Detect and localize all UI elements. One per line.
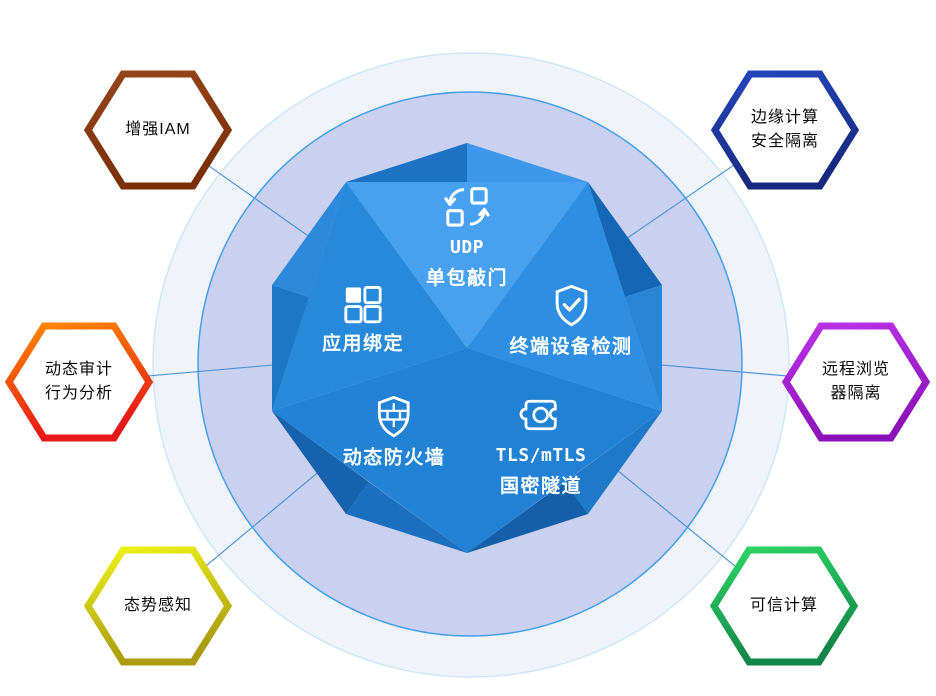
hexagon-border	[710, 70, 860, 190]
hexagon-border	[83, 70, 233, 190]
hexagon-label: 可信计算	[749, 597, 818, 614]
cap-facet	[346, 482, 467, 553]
facet-bottom-right	[467, 348, 662, 553]
hexagon-border	[781, 322, 931, 442]
facet-top	[346, 182, 588, 348]
hexagon-label: 远程浏览 器隔离	[821, 361, 890, 402]
cap-facet	[346, 143, 467, 182]
cap-facet	[565, 411, 662, 514]
hexagon-label: 动态审计 行为分析	[44, 361, 113, 402]
hexagon-remote-browser: 远程浏览 器隔离	[781, 320, 931, 444]
hexagon-audit: 动态审计 行为分析	[4, 320, 154, 444]
hexagon-trusted-computing: 可信计算	[709, 544, 859, 668]
hexagon-iam: 增强IAM	[83, 68, 233, 192]
cap-facet	[467, 143, 588, 182]
hexagon-border	[4, 322, 154, 442]
hexagon-border	[83, 546, 233, 666]
hexagon-border	[709, 546, 859, 666]
hexagon-label: 态势感知	[123, 597, 192, 614]
cap-facet	[272, 285, 309, 411]
decagon-gem	[272, 143, 662, 553]
cap-facet	[625, 285, 662, 411]
hexagon-edge-computing: 边缘计算 安全隔离	[710, 68, 860, 192]
facet-bottom-left	[272, 348, 467, 553]
outer-ring-stroke	[152, 52, 790, 678]
cap-facet	[272, 411, 369, 514]
cap-facet	[467, 482, 588, 553]
hexagon-label: 增强IAM	[125, 121, 191, 138]
hexagon-label: 边缘计算 安全隔离	[750, 109, 819, 150]
cap-facet	[588, 182, 662, 297]
cap-facet	[272, 182, 346, 297]
inner-ring-stroke	[197, 91, 743, 637]
hexagon-situational-awareness: 态势感知	[83, 544, 233, 668]
